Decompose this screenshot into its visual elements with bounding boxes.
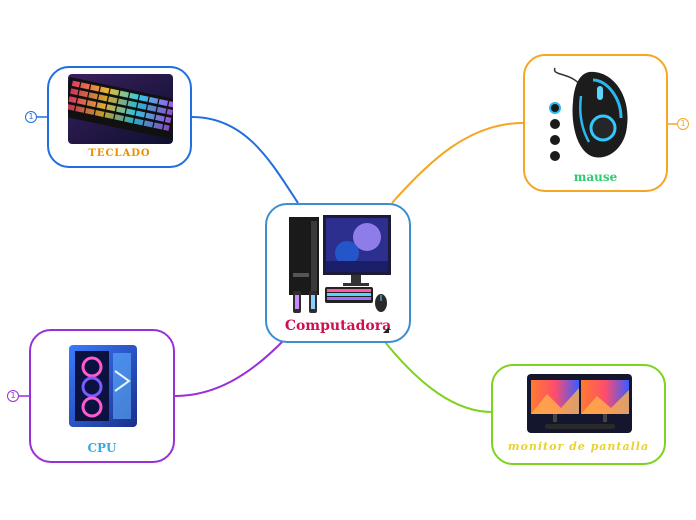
collapse-button-mause[interactable]: 1 [677,118,689,130]
topic-teclado-label: TECLADO [88,148,151,159]
topic-teclado[interactable]: TECLADO [47,66,192,168]
topic-cpu[interactable]: CPU [29,329,175,463]
collapse-button-cpu[interactable]: 1 [7,390,19,402]
topic-monitor[interactable]: monitor de pantalla [491,364,666,465]
mouse-image [541,66,638,166]
link-teclado [191,116,299,204]
cpu-image [63,341,143,431]
keyboard-image [68,74,173,144]
expand-corner-icon[interactable] [383,327,389,333]
topic-mause-label: mause [573,170,618,184]
link-mause [391,122,524,204]
link-monitor [384,341,493,413]
computer-image [285,213,393,317]
topic-monitor-label: monitor de pantalla [507,440,650,453]
link-cpu [174,339,285,397]
collapse-button-teclado[interactable]: 1 [25,111,37,123]
central-topic-label: Computadora [284,318,392,334]
topic-cpu-label: CPU [87,441,117,455]
central-topic[interactable]: Computadora [265,203,411,343]
topic-mause[interactable]: mause [523,54,668,192]
monitor-image [527,374,632,433]
